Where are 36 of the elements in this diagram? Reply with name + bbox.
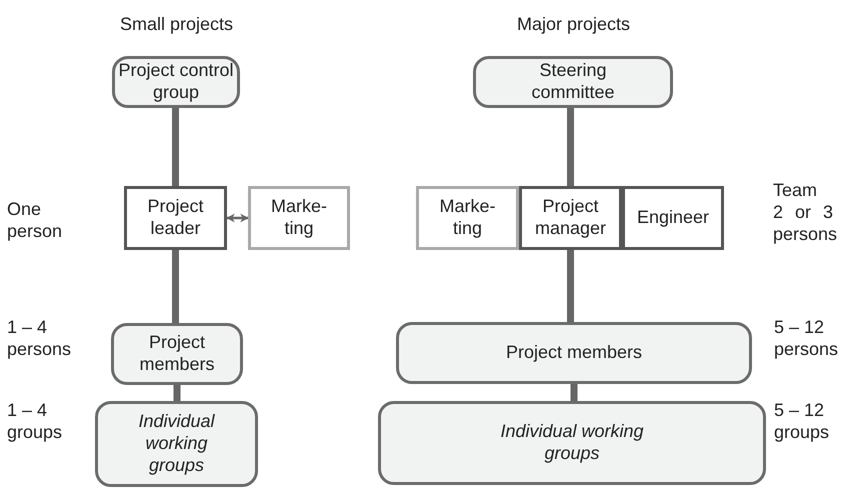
node-label: Marke- ting xyxy=(438,196,496,240)
size-note: 5 – 12 persons xyxy=(774,317,840,361)
connector-line xyxy=(567,250,574,322)
size-note: One person xyxy=(7,199,64,243)
node-label: Project members xyxy=(138,332,216,376)
node-label: Project manager xyxy=(534,196,608,240)
role-box xyxy=(622,186,724,250)
role-box xyxy=(416,186,519,250)
size-note: 1 – 4 groups xyxy=(7,400,64,444)
rounded-box xyxy=(378,401,766,485)
size-note: Team 2 or 3 persons xyxy=(773,180,838,246)
rounded-box xyxy=(396,322,752,384)
column-heading: Small projects xyxy=(120,14,234,36)
node-label: Steering committee xyxy=(530,60,616,104)
role-box xyxy=(519,186,622,250)
column-heading: Major projects xyxy=(517,14,630,36)
node-label: Project leader xyxy=(146,196,205,240)
connector-line xyxy=(172,250,179,323)
role-box xyxy=(124,186,227,250)
node-label: Individual working groups xyxy=(137,411,216,477)
connector-line xyxy=(172,108,179,186)
size-note: 5 – 12 groups xyxy=(774,400,830,444)
node-label: Individual working groups xyxy=(499,421,645,465)
arrow xyxy=(226,214,249,222)
connector-line xyxy=(567,108,574,186)
connector-line xyxy=(174,385,180,401)
rounded-box xyxy=(95,401,258,487)
node-label: Engineer xyxy=(636,207,710,229)
connector-line xyxy=(570,384,578,401)
node-label: Project members xyxy=(504,342,644,364)
role-box xyxy=(248,186,350,250)
node-label: Project control group xyxy=(117,60,235,104)
rounded-box xyxy=(473,56,673,108)
size-note: 1 – 4 persons xyxy=(7,317,72,361)
node-label: Marke- ting xyxy=(270,196,328,240)
rounded-box xyxy=(111,323,243,385)
